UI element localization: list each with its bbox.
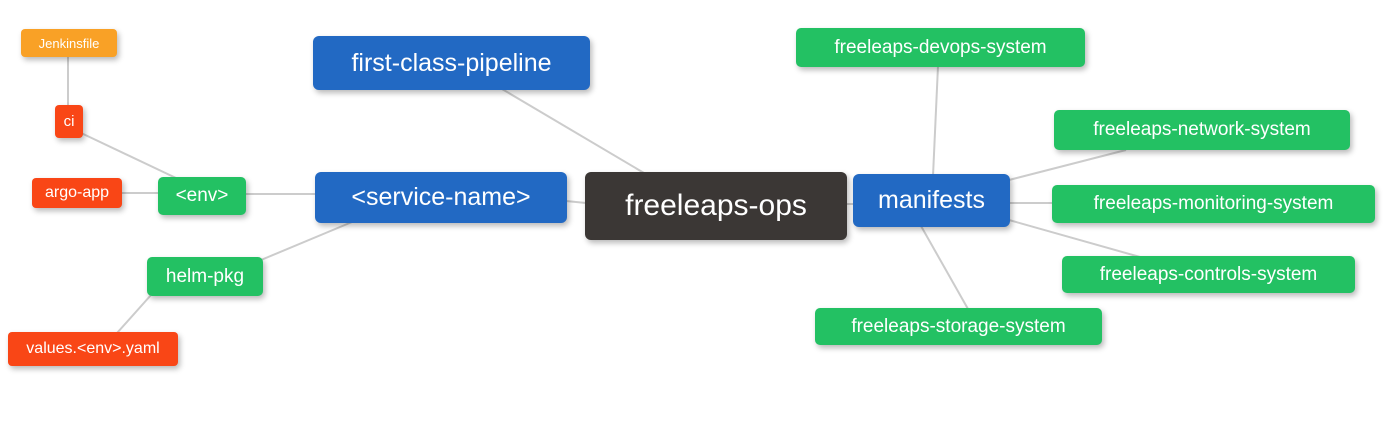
node-freeleaps-monitoring-system[interactable]: freeleaps-monitoring-system <box>1052 185 1375 223</box>
node-env[interactable]: <env> <box>158 177 246 215</box>
edge-service-name-ops <box>565 200 587 204</box>
edge-manifests-controls <box>1008 219 1141 258</box>
node-first-class-pipeline[interactable]: first-class-pipeline <box>313 36 590 90</box>
edge-fcp-ops <box>501 88 645 174</box>
edge-manifests-devops <box>932 65 939 177</box>
node-freeleaps-network-system[interactable]: freeleaps-network-system <box>1054 110 1350 150</box>
edge-manifests-network <box>1008 149 1127 181</box>
node-freeleaps-devops-system[interactable]: freeleaps-devops-system <box>796 28 1085 67</box>
edge-values-helm-pkg <box>116 294 152 334</box>
node-manifests[interactable]: manifests <box>853 174 1010 227</box>
node-argo-app[interactable]: argo-app <box>32 178 122 208</box>
node-freeleaps-controls-system[interactable]: freeleaps-controls-system <box>1062 256 1355 293</box>
node-freeleaps-storage-system[interactable]: freeleaps-storage-system <box>815 308 1102 345</box>
node-service-name[interactable]: <service-name> <box>315 172 567 223</box>
node-ci[interactable]: ci <box>55 105 83 138</box>
edge-ci-env <box>78 131 177 179</box>
node-freeleaps-ops[interactable]: freeleaps-ops <box>585 172 847 240</box>
node-helm-pkg[interactable]: helm-pkg <box>147 257 263 296</box>
edge-manifests-storage <box>920 225 969 310</box>
edge-helm-pkg-service-name <box>260 221 353 261</box>
node-jenkinsfile[interactable]: Jenkinsfile <box>21 29 117 57</box>
node-values-env-yaml[interactable]: values.<env>.yaml <box>8 332 178 366</box>
